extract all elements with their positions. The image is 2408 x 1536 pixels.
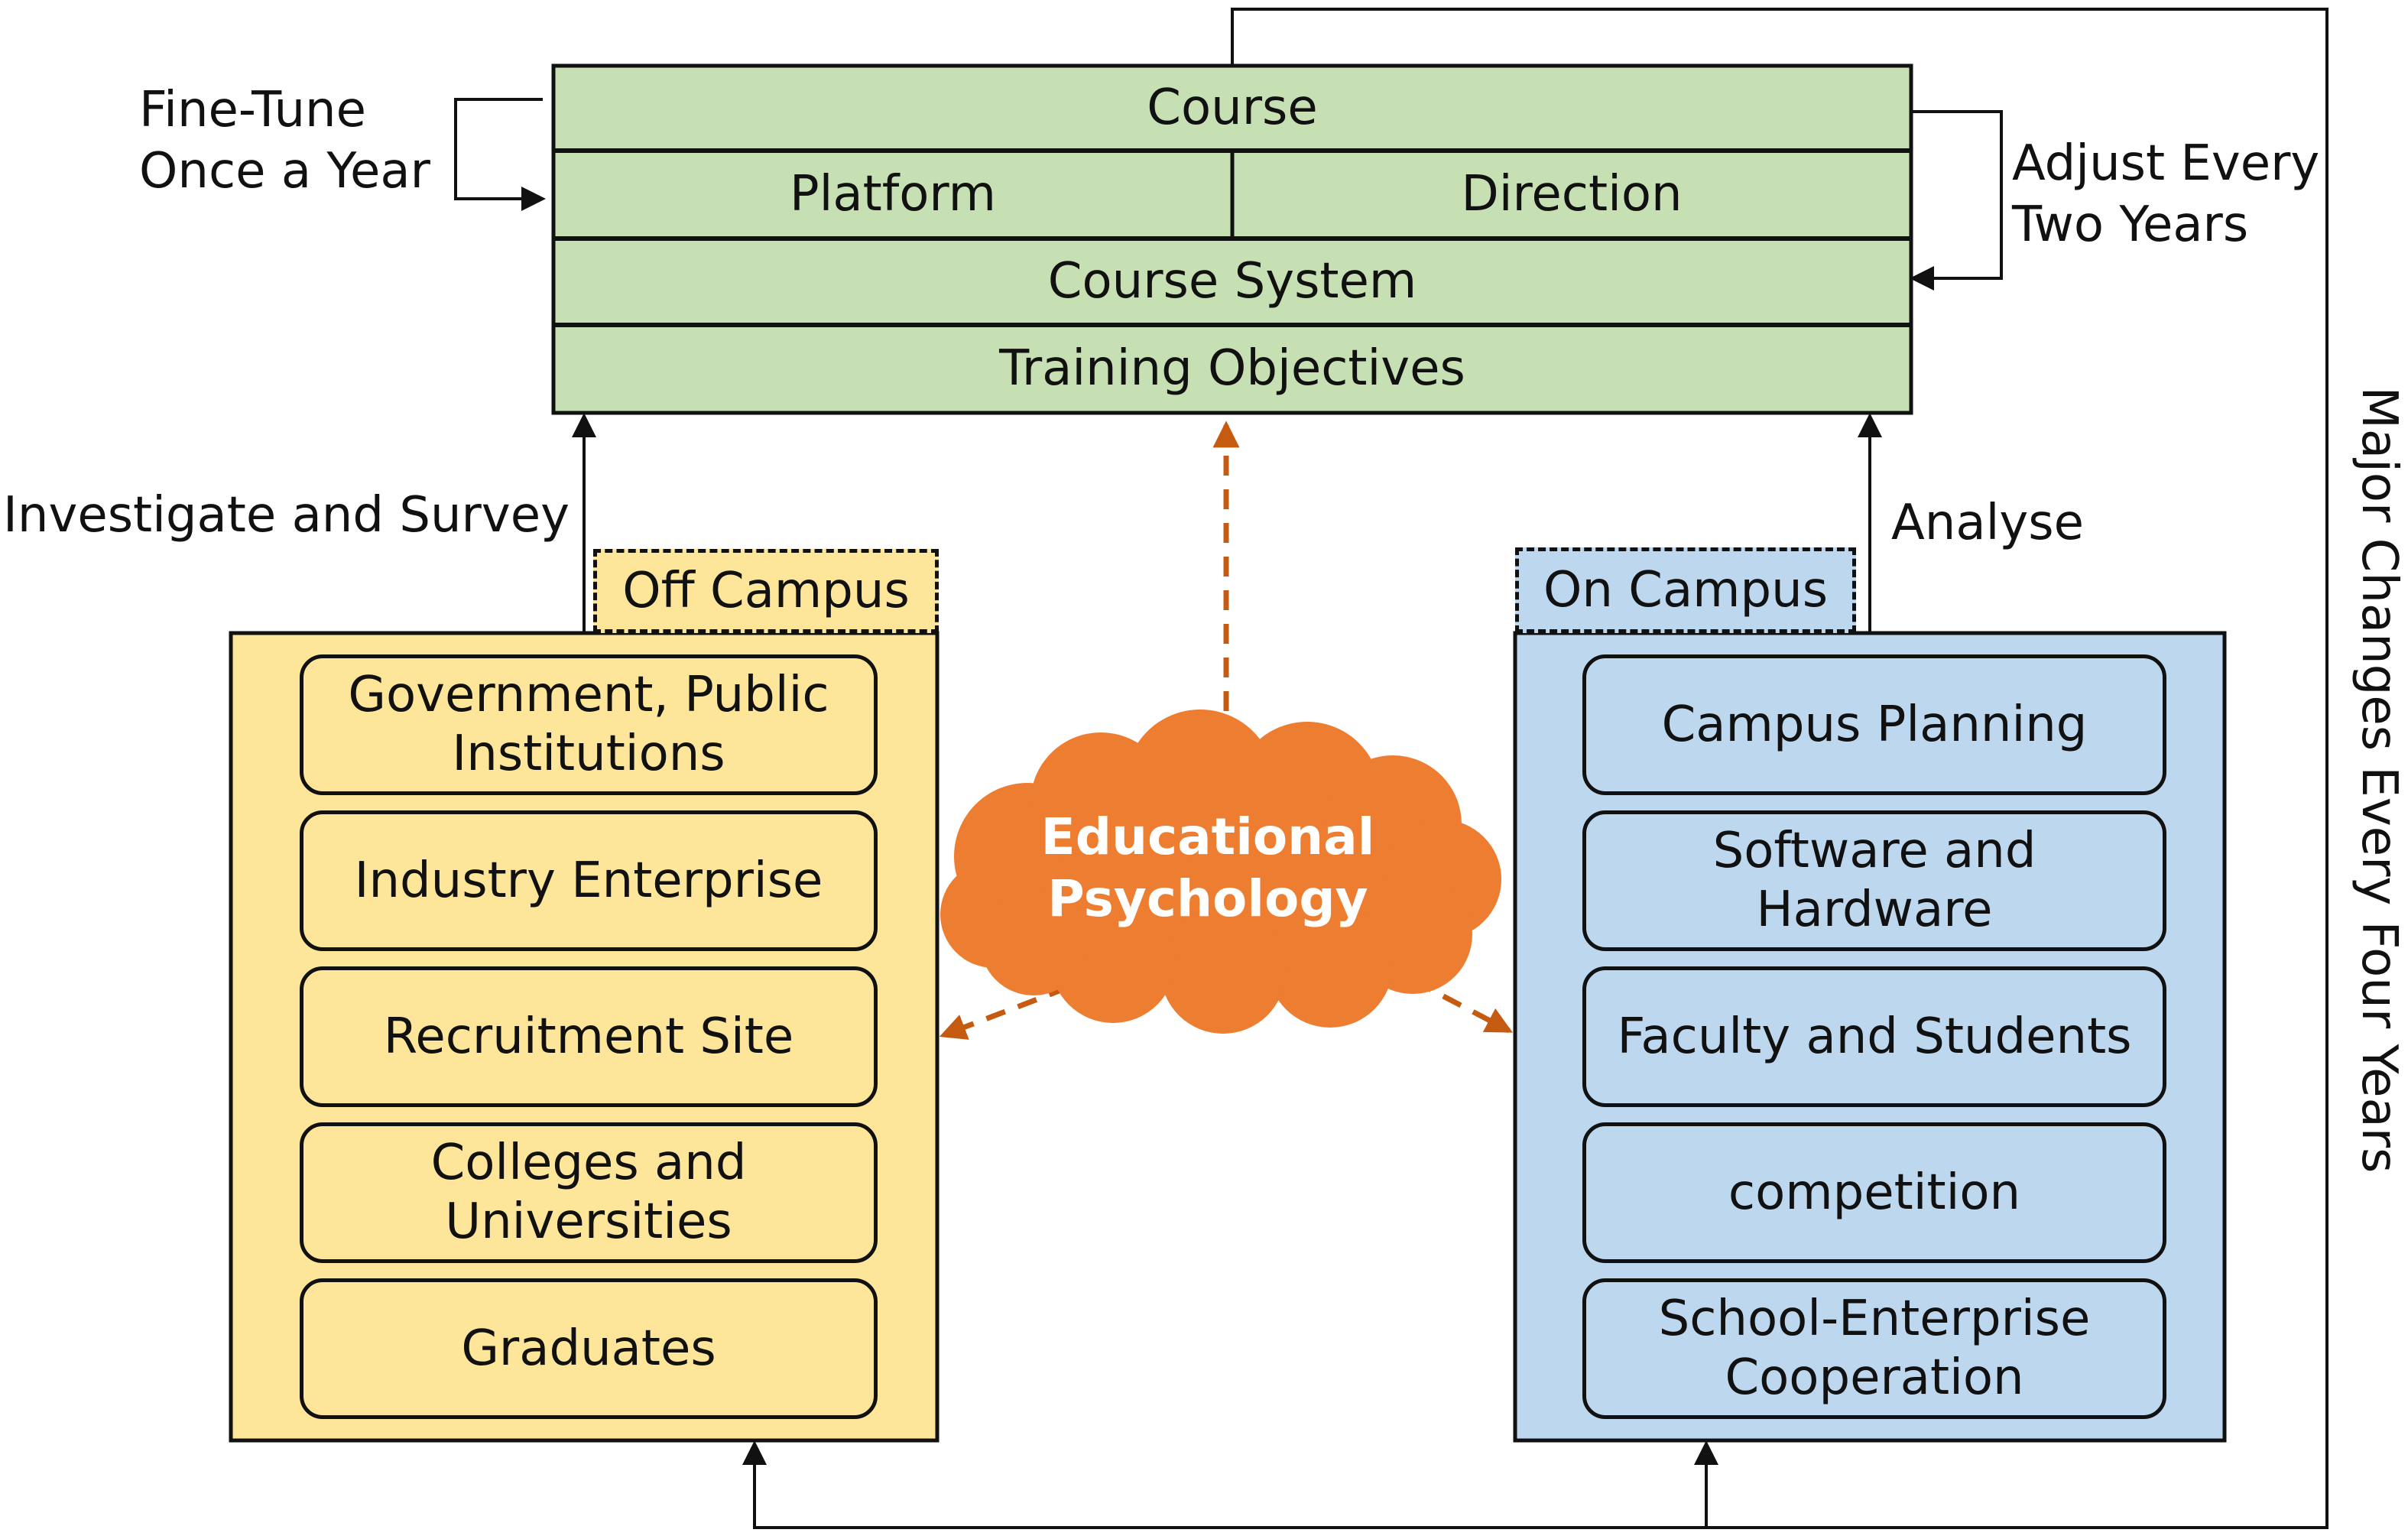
off-campus-item: Graduates	[300, 1278, 878, 1419]
off-campus-item: Industry Enterprise	[300, 810, 878, 951]
major-changes-arrow-off-campus	[742, 1440, 1706, 1529]
fine-tune-loop-arrow	[454, 98, 546, 211]
major-changes-loop	[1231, 8, 2328, 1529]
off-campus-item: Colleges and Universities	[300, 1122, 878, 1263]
course-system-label: Course System	[1047, 252, 1417, 310]
on-campus-title: On Campus	[1515, 547, 1856, 633]
direction-label: Direction	[1461, 165, 1683, 222]
off-campus-title: Off Campus	[593, 549, 939, 633]
off-campus-item: Recruitment Site	[300, 966, 878, 1107]
core-to-on-campus-arrow	[1382, 962, 1513, 1034]
platform-label: Platform	[790, 165, 996, 222]
on-campus-item: Faculty and Students	[1582, 966, 2166, 1107]
on-campus-item: School-Enterprise Cooperation	[1582, 1278, 2166, 1419]
adjust-loop-arrow	[1910, 110, 2003, 291]
on-campus-item: Campus Planning	[1582, 654, 2166, 795]
fine-tune-label: Fine-Tune Once a Year	[139, 82, 430, 200]
training-objectives-label: Training Objectives	[999, 339, 1465, 397]
major-changes-label: Major Changes Every Four Years	[2351, 386, 2407, 1174]
educational-psychology-label: Educational Psychology	[1040, 807, 1375, 928]
analyse-label: Analyse	[1891, 495, 2084, 551]
adjust-label: Adjust Every Two Years	[2012, 135, 2320, 253]
core-to-off-campus-arrow	[939, 973, 1101, 1040]
investigate-label: Investigate and Survey	[3, 487, 570, 544]
off-campus-item: Government, Public Institutions	[300, 654, 878, 795]
course-label: Course	[1147, 79, 1318, 136]
course-block	[551, 63, 1913, 415]
cloud-icon	[940, 710, 1501, 1034]
on-campus-item: Software and Hardware	[1582, 810, 2166, 951]
on-campus-item: competition	[1582, 1122, 2166, 1263]
